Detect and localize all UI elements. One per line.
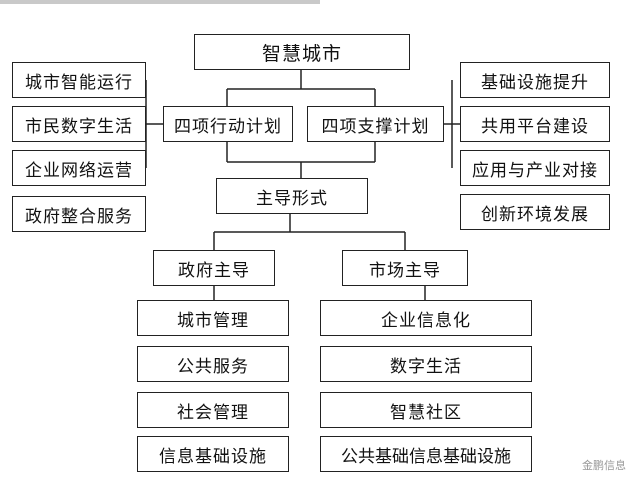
gov-led-box: 政府主导 xyxy=(153,250,275,286)
market-item-label: 企业信息化 xyxy=(381,310,471,331)
gov-item-label: 公共服务 xyxy=(177,356,249,377)
right-item-label: 创新环境发展 xyxy=(481,204,589,225)
right-plan-box: 四项支撑计划 xyxy=(307,106,444,142)
market-item-box: 数字生活 xyxy=(320,346,532,382)
market-led-label: 市场主导 xyxy=(369,260,441,281)
market-item-label: 公共基础信息基础设施 xyxy=(341,446,511,467)
left-item-box: 市民数字生活 xyxy=(12,106,146,142)
left-item-label: 城市智能运行 xyxy=(25,72,133,93)
market-item-box: 智慧社区 xyxy=(320,392,532,428)
right-item-box: 共用平台建设 xyxy=(460,106,610,142)
gov-led-label: 政府主导 xyxy=(178,260,250,281)
right-item-box: 应用与产业对接 xyxy=(460,150,610,186)
left-plan-label: 四项行动计划 xyxy=(174,116,282,137)
gov-item-label: 城市管理 xyxy=(177,310,249,331)
right-plan-label: 四项支撑计划 xyxy=(321,116,430,137)
right-item-label: 基础设施提升 xyxy=(481,72,589,93)
right-item-label: 应用与产业对接 xyxy=(472,160,598,181)
left-item-box: 企业网络运营 xyxy=(12,150,146,186)
gov-item-label: 社会管理 xyxy=(177,402,249,423)
market-led-box: 市场主导 xyxy=(342,250,468,286)
left-item-label: 市民数字生活 xyxy=(25,116,133,137)
market-item-label: 智慧社区 xyxy=(390,402,462,423)
left-plan-box: 四项行动计划 xyxy=(163,106,293,142)
root-label: 智慧城市 xyxy=(261,42,342,65)
gov-item-box: 城市管理 xyxy=(137,300,289,336)
market-item-label: 数字生活 xyxy=(390,356,462,377)
right-item-label: 共用平台建设 xyxy=(481,116,589,137)
market-item-box: 企业信息化 xyxy=(320,300,532,336)
market-item-box: 公共基础信息基础设施 xyxy=(320,436,532,472)
gov-item-box: 信息基础设施 xyxy=(137,436,289,472)
left-item-box: 政府整合服务 xyxy=(12,196,146,232)
right-item-box: 基础设施提升 xyxy=(460,62,610,98)
left-item-label: 政府整合服务 xyxy=(25,206,133,227)
gov-item-box: 社会管理 xyxy=(137,392,289,428)
right-item-box: 创新环境发展 xyxy=(460,194,610,230)
cropped-header-strip xyxy=(0,0,320,4)
main-form-box: 主导形式 xyxy=(216,178,368,214)
left-item-box: 城市智能运行 xyxy=(12,62,146,98)
root-box: 智慧城市 xyxy=(194,34,410,70)
main-form-label: 主导形式 xyxy=(256,188,328,209)
watermark: 金鹏信息 xyxy=(582,459,626,472)
gov-item-box: 公共服务 xyxy=(137,346,289,382)
left-item-label: 企业网络运营 xyxy=(25,160,133,181)
gov-item-label: 信息基础设施 xyxy=(159,446,267,467)
